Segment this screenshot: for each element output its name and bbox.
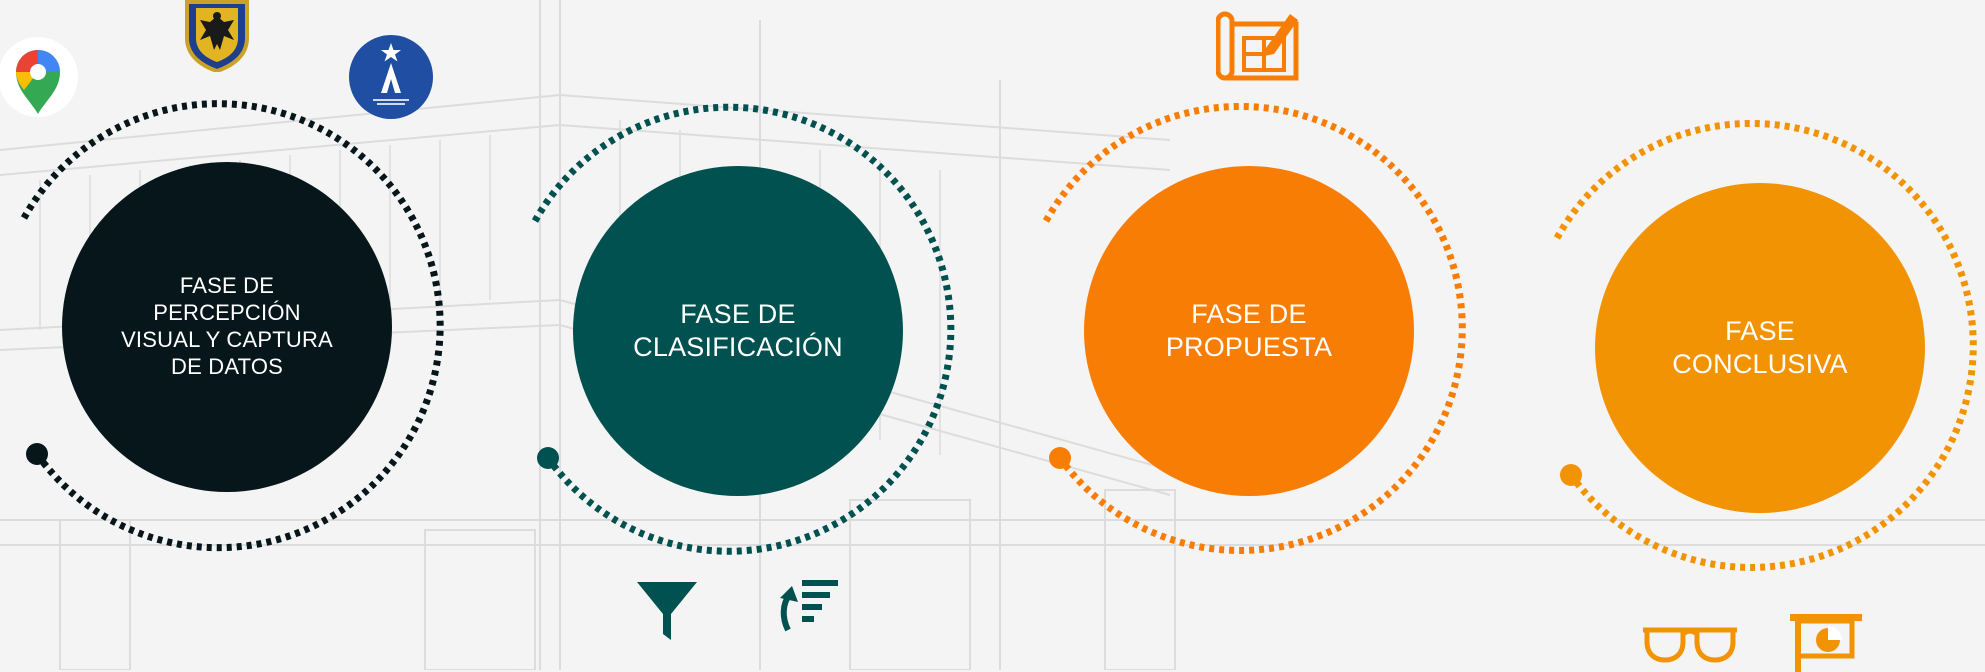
ring-1 [20,100,444,552]
blueprint-icon [1216,11,1299,81]
ring-3 [1042,102,1466,554]
sort-icon [780,580,838,632]
phase-classification-circle: FASE DE CLASIFICACIÓN [573,166,903,496]
phase-perception-circle: FASE DE PERCEPCIÓN VISUAL Y CAPTURA DE D… [62,162,392,492]
phase-perception-label: FASE DE PERCEPCIÓN VISUAL Y CAPTURA DE D… [121,273,333,379]
phase-proposal-label: FASE DE PROPUESTA [1165,299,1333,362]
phase-conclusive-circle: FASE CONCLUSIVA [1595,183,1925,513]
phase-proposal-circle: FASE DE PROPUESTA [1084,166,1414,496]
ring-2 [531,103,955,555]
ring-4-end-dot [1560,464,1582,486]
map-pin-icon [0,37,78,117]
phase-classification-label: FASE DE CLASIFICACIÓN [633,299,843,362]
presentation-chart-icon [1790,614,1862,672]
bogota-coat-of-arms-icon [185,0,249,72]
glasses-icon [1643,627,1737,663]
ring-2-end-dot [537,447,559,469]
institution-logo-icon [349,35,433,119]
phase-conclusive-label: FASE CONCLUSIVA [1672,316,1848,379]
ring-4 [1553,119,1977,571]
filter-icon [637,582,697,640]
ring-1-end-dot [26,443,48,465]
ring-3-end-dot [1049,447,1071,469]
